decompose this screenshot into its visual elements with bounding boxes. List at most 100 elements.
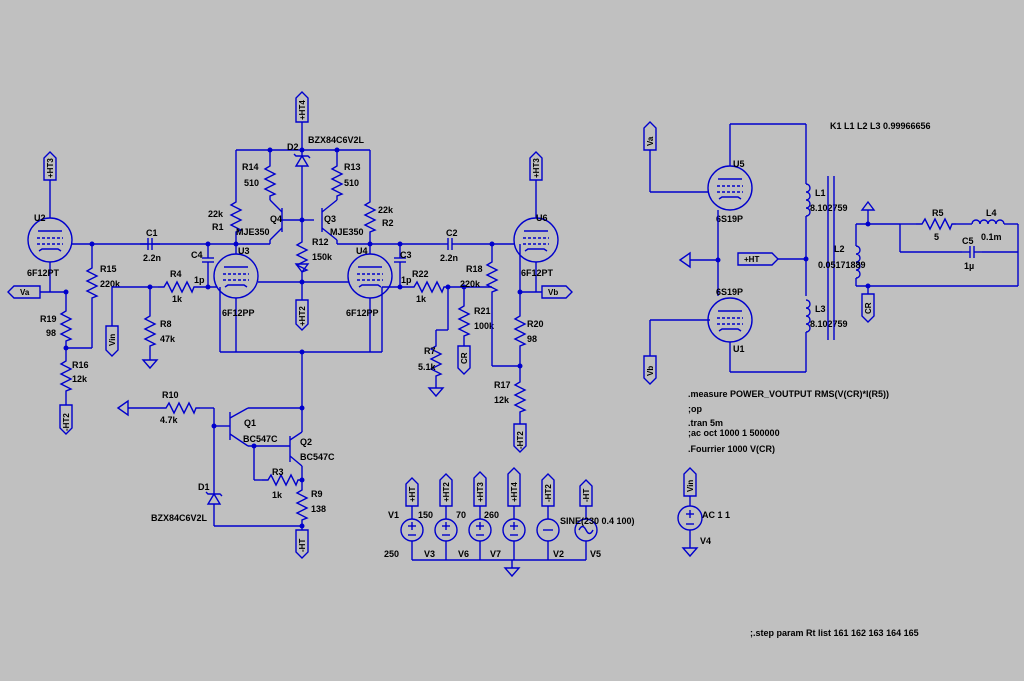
zener-d1[interactable] xyxy=(205,491,223,526)
r4-ref: R4 xyxy=(170,269,182,279)
resistor-r10[interactable] xyxy=(159,402,201,414)
vb-flag-right xyxy=(541,285,573,299)
v4-value: AC 1 1 xyxy=(702,510,730,520)
arrow-left-net xyxy=(116,399,129,417)
cr-flag-mid xyxy=(457,345,471,375)
r3-value: 1k xyxy=(272,490,283,500)
resistor-r16[interactable] xyxy=(60,354,72,396)
vin-flag-left xyxy=(105,325,119,357)
r12-value: 150k xyxy=(312,252,333,262)
transistor-q1[interactable] xyxy=(229,407,302,447)
capacitor-c2[interactable] xyxy=(439,237,461,251)
transistor-q2[interactable] xyxy=(289,431,303,467)
inductor-l4[interactable] xyxy=(971,219,1005,225)
u3-ref: U3 xyxy=(238,246,250,256)
tube-u5[interactable] xyxy=(707,165,753,211)
r7-ref: R7 xyxy=(424,346,436,356)
r20-value: 98 xyxy=(527,334,537,344)
source-v7[interactable] xyxy=(502,518,526,542)
resistor-r20[interactable] xyxy=(514,309,526,351)
tube-u4[interactable] xyxy=(347,253,393,299)
u5-model: 6S19P xyxy=(716,214,743,224)
r22-ref: R22 xyxy=(412,269,429,279)
v3-value: 150 xyxy=(418,510,433,520)
u1-model: 6S19P xyxy=(716,287,743,297)
l2-ref: L2 xyxy=(834,244,845,254)
d2-model: BZX84C6V2L xyxy=(308,135,365,145)
resistor-r17[interactable] xyxy=(514,375,526,417)
r4-value: 1k xyxy=(172,294,183,304)
neg-ht2-left-label: -HT2 xyxy=(62,413,71,431)
resistor-r12[interactable] xyxy=(296,235,308,277)
r7-value: 5.1k xyxy=(418,362,437,372)
source-v3[interactable] xyxy=(434,518,458,542)
resistor-r22[interactable] xyxy=(407,281,449,293)
directive-tran: .tran 5m xyxy=(688,418,723,428)
u4-ref: U4 xyxy=(356,246,368,256)
directive-measure: .measure POWER_VOUTPUT RMS(V(CR)*I(R5)) xyxy=(688,389,889,399)
resistor-r13[interactable] xyxy=(331,159,343,201)
u6-ref: U6 xyxy=(536,213,548,223)
resistor-r9[interactable] xyxy=(296,483,308,525)
d1-ref: D1 xyxy=(198,482,210,492)
c5-ref: C5 xyxy=(962,236,974,246)
transistor-q4[interactable] xyxy=(269,199,300,244)
vin-left-label: Vin xyxy=(108,334,117,346)
source-v6[interactable] xyxy=(468,518,492,542)
zener-d2[interactable] xyxy=(293,150,311,220)
cr-mid-label: CR xyxy=(460,352,469,364)
u3-model: 6F12PP xyxy=(222,308,255,318)
l4-ref: L4 xyxy=(986,208,997,218)
r13-value: 510 xyxy=(344,178,359,188)
r18-value: 220k xyxy=(460,279,481,289)
ht3-right-flag xyxy=(529,151,543,181)
ht-flag-center xyxy=(737,252,779,266)
u2-model: 6F12PT xyxy=(27,268,60,278)
resistor-r5[interactable] xyxy=(915,218,957,230)
v6-net-label: +HT3 xyxy=(476,482,485,502)
neg-ht2-left-flag xyxy=(59,404,73,435)
resistor-r21[interactable] xyxy=(458,299,470,341)
v7-value: 260 xyxy=(484,510,499,520)
c4-ref: C4 xyxy=(191,250,203,260)
resistor-r4[interactable] xyxy=(157,281,199,293)
r17-value: 12k xyxy=(494,395,510,405)
c1-ref: C1 xyxy=(146,228,158,238)
r18-ref: R18 xyxy=(466,264,483,274)
r9-ref: R9 xyxy=(311,489,323,499)
v5-net-label: -HT xyxy=(582,489,591,502)
c2-value: 2.2n xyxy=(440,253,458,263)
source-v4[interactable] xyxy=(677,505,703,531)
resistor-r8[interactable] xyxy=(144,309,156,351)
r15-value: 220k xyxy=(100,279,121,289)
l1-value: 8.102759 xyxy=(810,203,848,213)
resistor-r2[interactable] xyxy=(364,195,376,237)
r17-ref: R17 xyxy=(494,380,511,390)
resistor-r19[interactable] xyxy=(60,304,72,346)
u4-model: 6F12PP xyxy=(346,308,379,318)
r2-value: 22k xyxy=(378,205,394,215)
v5-value: SINE(230 0.4 100) xyxy=(560,516,635,526)
va-right-label: Va xyxy=(646,136,655,146)
source-v2[interactable] xyxy=(536,518,560,542)
r1-value: 22k xyxy=(208,209,224,219)
ground-r7 xyxy=(428,387,444,397)
r3-ref: R3 xyxy=(272,467,284,477)
r13-ref: R13 xyxy=(344,162,361,172)
source-v1[interactable] xyxy=(400,518,424,542)
capacitor-c5[interactable] xyxy=(961,245,983,259)
vb-flag-left xyxy=(643,355,657,385)
capacitor-c4[interactable] xyxy=(201,249,215,271)
resistor-r18[interactable] xyxy=(486,255,498,297)
directive-ac: ;ac oct 1000 1 500000 xyxy=(688,428,780,438)
tube-u1[interactable] xyxy=(707,297,753,343)
ht-center-label: +HT xyxy=(744,255,759,264)
resistor-r15[interactable] xyxy=(86,261,98,303)
r10-ref: R10 xyxy=(162,390,179,400)
v1-net-label: +HT xyxy=(408,487,417,502)
v4-ref: V4 xyxy=(700,536,711,546)
transistor-q3[interactable] xyxy=(321,199,338,244)
v3-net-label: +HT2 xyxy=(442,482,451,502)
r5-value: 5 xyxy=(934,232,939,242)
resistor-r14[interactable] xyxy=(264,159,276,201)
